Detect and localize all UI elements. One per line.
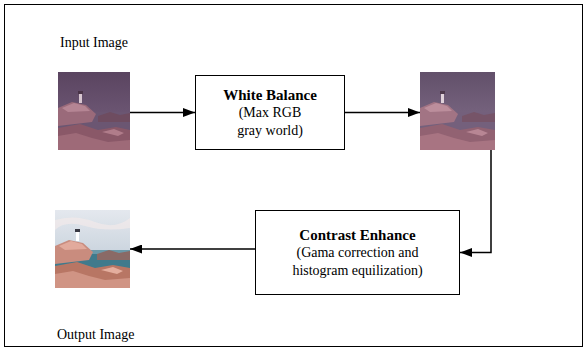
image-frame: Input Image: [58, 72, 130, 150]
flow-arrow: [345, 112, 420, 114]
output-photo: [55, 210, 130, 288]
box-body: (Gama correction and histogram equilizat…: [273, 244, 443, 279]
flow-arrow: [130, 248, 255, 250]
image-frame: [420, 72, 495, 150]
flow-arrow: [460, 150, 491, 253]
input-photo: [58, 72, 130, 150]
process-box: Contrast Enhance(Gama correction and his…: [255, 210, 460, 295]
box-heading: Contrast Enhance: [299, 226, 415, 245]
flow-arrow: [130, 112, 195, 114]
balanced-photo: [420, 72, 495, 150]
image-caption: Input Image: [60, 34, 128, 52]
box-heading: White Balance: [223, 86, 317, 105]
process-box: White Balance(Max RGB gray world): [195, 75, 345, 150]
image-caption: Output Image: [57, 326, 134, 344]
box-body: (Max RGB gray world): [233, 104, 308, 139]
image-frame: Output Image: [55, 210, 130, 288]
